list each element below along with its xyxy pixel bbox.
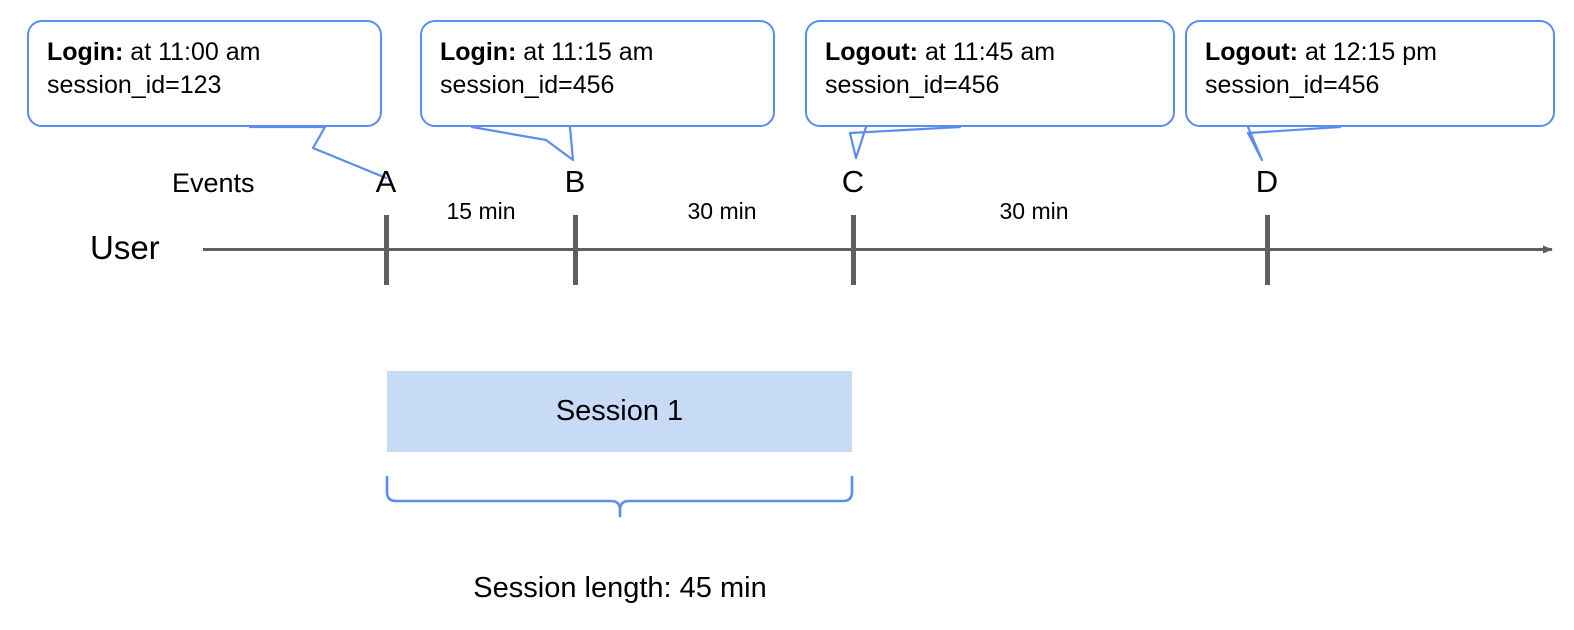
callout-b-tail — [470, 125, 575, 162]
callout-event-c: Logout: at 11:45 am session_id=456 — [805, 20, 1175, 127]
user-lane-label: User — [90, 229, 160, 266]
event-marker-d: D — [1255, 164, 1279, 199]
callout-event-b: Login: at 11:15 am session_id=456 — [420, 20, 775, 127]
callout-a-lead: Login: — [47, 38, 124, 66]
session-length-caption: Session length: 45 min — [473, 572, 767, 604]
callout-event-a: Login: at 11:00 am session_id=123 — [27, 20, 382, 127]
callout-c-lead: Logout: — [825, 38, 919, 66]
event-marker-a: A — [375, 164, 397, 199]
event-marker-b: B — [564, 164, 586, 199]
callout-a-tail — [248, 125, 388, 180]
session-bar: Session 1 — [387, 371, 852, 452]
session-brace — [385, 475, 854, 518]
callout-d-detail: at 12:15 pm — [1298, 38, 1437, 66]
callout-c-session-id: session_id=456 — [825, 71, 1000, 100]
callout-b-detail: at 11:15 am — [516, 38, 654, 66]
callout-b-lead: Login: — [440, 38, 517, 66]
gap-label-a-b: 15 min — [446, 198, 516, 224]
callout-d-session-id: session_id=456 — [1205, 71, 1380, 100]
gap-label-b-c: 30 min — [687, 198, 757, 224]
callout-event-d: Logout: at 12:15 pm session_id=456 — [1185, 20, 1555, 127]
gap-label-c-d: 30 min — [999, 198, 1069, 224]
callout-d-lead: Logout: — [1205, 38, 1299, 66]
callout-a-detail: at 11:00 am — [123, 38, 261, 66]
callout-b-session-id: session_id=456 — [440, 71, 615, 100]
event-marker-c: C — [841, 164, 865, 199]
callout-a-session-id: session_id=123 — [47, 71, 222, 100]
session-bar-label: Session 1 — [555, 395, 684, 427]
callout-d-tail — [1246, 125, 1342, 162]
callout-c-tail — [848, 125, 962, 160]
callout-c-detail: at 11:45 am — [918, 38, 1056, 66]
events-lane-label: Events — [172, 168, 255, 198]
